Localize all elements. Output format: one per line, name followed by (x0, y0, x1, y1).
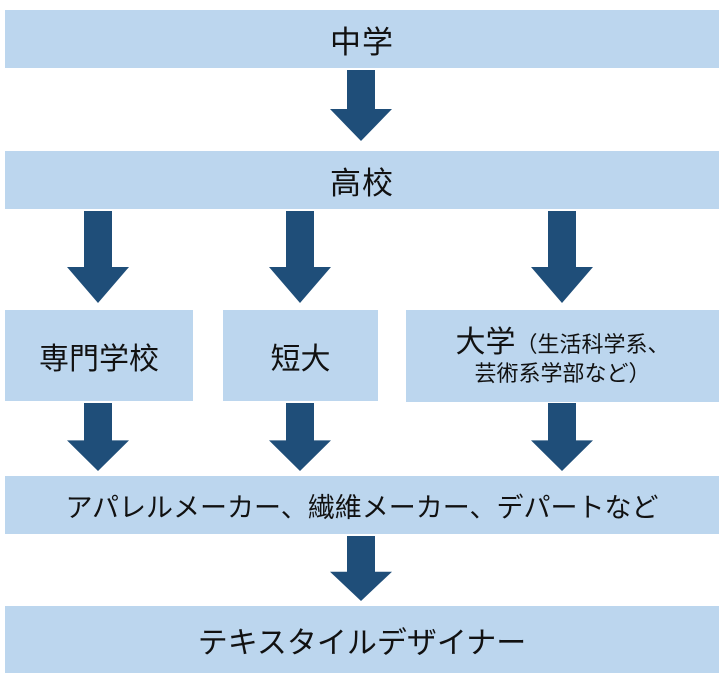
node-textile-designer-label: テキスタイルデザイナー (197, 625, 527, 661)
arrow-high-to-junior-college (269, 211, 331, 303)
node-middle-school-label: 中学 (330, 24, 394, 61)
node-middle-school: 中学 (5, 10, 719, 68)
node-textile-designer: テキスタイルデザイナー (5, 606, 719, 673)
arrow-high-to-vocational (67, 211, 129, 303)
node-university-label-group: 大学（生活科学系、 芸術系学部など） (455, 324, 669, 389)
arrow-junior-to-employers (269, 403, 331, 471)
node-university-line-1: 大学（生活科学系、 (455, 324, 669, 362)
node-vocational-school: 専門学校 (5, 310, 193, 401)
node-university-detail-2: 芸術系学部など） (474, 362, 651, 387)
arrow-middle-to-high (330, 70, 392, 141)
node-junior-college-label: 短大 (270, 341, 331, 377)
arrow-university-to-employers (531, 403, 593, 471)
node-high-school: 高校 (5, 151, 719, 209)
arrow-high-to-university (531, 211, 593, 303)
node-university-title: 大学 (455, 324, 516, 360)
node-university: 大学（生活科学系、 芸術系学部など） (406, 310, 719, 402)
node-vocational-school-label: 専門学校 (39, 341, 159, 377)
node-employers-label: アパレルメーカー、繊維メーカー、デパートなど (65, 492, 659, 524)
node-high-school-label: 高校 (330, 165, 394, 202)
node-junior-college: 短大 (223, 310, 378, 401)
arrow-employers-to-designer (330, 536, 392, 601)
node-university-detail-1: （生活科学系、 (515, 332, 670, 358)
arrow-vocational-to-employers (67, 403, 129, 471)
node-employers: アパレルメーカー、繊維メーカー、デパートなど (5, 476, 719, 534)
